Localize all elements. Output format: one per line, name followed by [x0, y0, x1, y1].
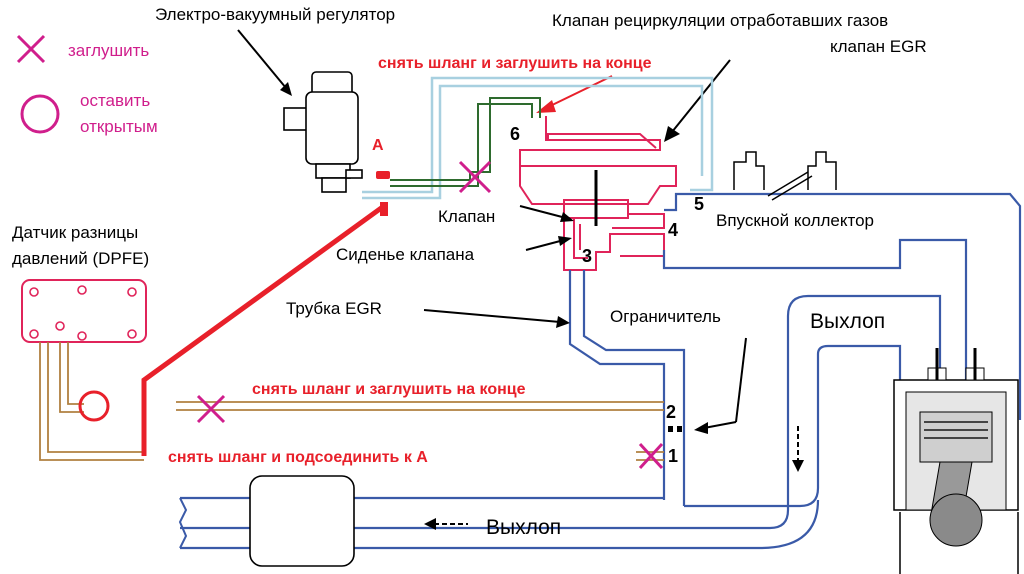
instruction-middle: снять шланг и заглушить на конце: [252, 381, 526, 398]
legend: заглушить оставить открытым: [16, 34, 158, 136]
egr-valve-label-line1: Клапан рециркуляции отработавших газов: [552, 11, 888, 30]
valve-arrow: [519, 205, 574, 222]
restrictor-arrow: [694, 337, 747, 434]
vacuum-hose-x-mark-icon: [458, 160, 492, 194]
instruction-top-arrow: [536, 75, 613, 113]
dpfe-circle-icon: [78, 390, 110, 422]
dpfe-label-line1: Датчик разницы: [12, 223, 138, 242]
dpfe-hoses: [39, 342, 664, 461]
reconnect-hose-end: [380, 202, 388, 216]
dpfe-label-line2: давлений (DPFE): [12, 249, 149, 268]
restrictor-label: Ограничитель: [610, 307, 721, 326]
instruction-bottom: снять шланг и подсоединить к А: [168, 449, 428, 466]
egr-valve-label-line2: клапан EGR: [830, 37, 927, 56]
exhaust-bottom-label: Выхлоп: [486, 516, 561, 539]
exhaust-right-label: Выхлоп: [810, 310, 885, 333]
egr-tube-label: Трубка EGR: [286, 299, 382, 318]
intake-manifold-label: Впускной коллектор: [716, 211, 874, 230]
legend-open-label-line2: открытым: [80, 117, 158, 136]
reconnect-hose: [141, 203, 386, 456]
vacuum-regulator-label: Электро-вакуумный регулятор: [155, 5, 395, 24]
number-5: 5: [694, 194, 704, 214]
egr-tube: [568, 270, 686, 506]
number-4: 4: [668, 220, 678, 240]
restrictor-marks: [668, 426, 682, 432]
legend-open-label-line1: оставить: [80, 91, 150, 110]
number-6: 6: [510, 124, 520, 144]
dpfe-sensor: [21, 279, 147, 343]
egr-valve-arrow: [664, 59, 731, 142]
exhaust-bottom-dashed-arrow-icon: [424, 518, 468, 530]
legend-x-mark-icon: [16, 34, 46, 64]
valve-label: Клапан: [438, 207, 495, 226]
egr-valve: [519, 116, 677, 271]
number-3: 3: [582, 246, 592, 266]
exhaust-pipe: [178, 294, 942, 567]
point-a-marker: [376, 171, 390, 179]
point-a-label: A: [372, 137, 384, 154]
valve-seat-arrow: [525, 236, 572, 251]
egr-tube-arrow: [423, 309, 570, 328]
exhaust-down-dashed-arrow-icon: [792, 426, 804, 472]
intake-manifold: [662, 151, 1022, 420]
legend-plug-label: заглушить: [68, 41, 149, 60]
valve-seat-label: Сиденье клапана: [336, 245, 475, 264]
vacuum-regulator: [283, 71, 363, 193]
number-2: 2: [666, 402, 676, 422]
light-hoses: [362, 76, 714, 200]
middle-hose-x-mark-icon: [196, 394, 226, 424]
engine-cylinder: [893, 348, 1019, 574]
instruction-top: снять шланг и заглушить на конце: [378, 55, 652, 72]
legend-circle-icon: [20, 94, 60, 134]
port-1-x-mark-icon: [638, 442, 664, 470]
regulator-arrow: [237, 29, 292, 96]
number-1: 1: [668, 446, 678, 466]
